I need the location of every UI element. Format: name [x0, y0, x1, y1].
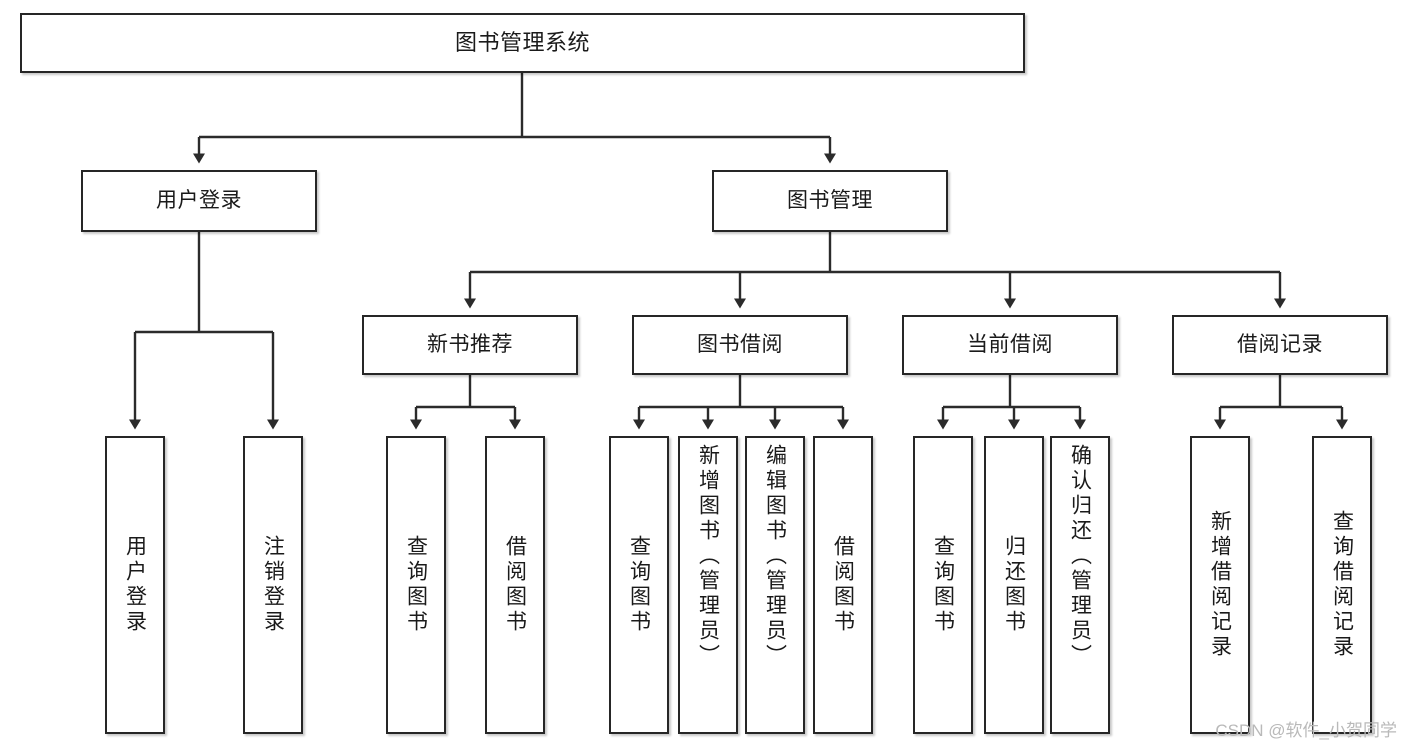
node-leaf-confirm-return[interactable]: 确认归还（管理员）: [1050, 436, 1110, 734]
node-leaf-query-book-3[interactable]: 查询图书: [913, 436, 973, 734]
node-leaf-confirm-return-label: 确认归还（管理员）: [1068, 444, 1092, 669]
node-book-borrow-label: 图书借阅: [697, 333, 783, 357]
node-leaf-borrow-book-1[interactable]: 借阅图书: [485, 436, 545, 734]
node-root[interactable]: 图书管理系统: [20, 13, 1025, 73]
node-leaf-query-book-1[interactable]: 查询图书: [386, 436, 446, 734]
node-new-book-rec[interactable]: 新书推荐: [362, 315, 578, 375]
node-leaf-return-book[interactable]: 归还图书: [984, 436, 1044, 734]
node-leaf-add-record[interactable]: 新增借阅记录: [1190, 436, 1250, 734]
node-leaf-add-record-label: 新增借阅记录: [1208, 510, 1232, 660]
node-leaf-query-record-label: 查询借阅记录: [1330, 510, 1354, 660]
node-current-borrow[interactable]: 当前借阅: [902, 315, 1118, 375]
node-leaf-query-record[interactable]: 查询借阅记录: [1312, 436, 1372, 734]
node-leaf-user-logout-label: 注销登录: [261, 535, 285, 635]
node-leaf-query-book-2-label: 查询图书: [627, 535, 651, 635]
node-leaf-query-book-2[interactable]: 查询图书: [609, 436, 669, 734]
node-book-mgmt[interactable]: 图书管理: [712, 170, 948, 232]
node-leaf-query-book-3-label: 查询图书: [931, 535, 955, 635]
node-leaf-edit-book-label: 编辑图书（管理员）: [763, 444, 787, 669]
node-book-mgmt-label: 图书管理: [787, 189, 873, 213]
node-new-book-rec-label: 新书推荐: [427, 333, 513, 357]
node-user-login-label: 用户登录: [156, 189, 242, 213]
node-borrow-record[interactable]: 借阅记录: [1172, 315, 1388, 375]
node-leaf-edit-book[interactable]: 编辑图书（管理员）: [745, 436, 805, 734]
node-leaf-add-book-label: 新增图书（管理员）: [696, 444, 720, 669]
node-user-login[interactable]: 用户登录: [81, 170, 317, 232]
node-leaf-user-logout[interactable]: 注销登录: [243, 436, 303, 734]
watermark-text: CSDN @软件_小贺同学: [1215, 721, 1397, 740]
node-leaf-borrow-book-2-label: 借阅图书: [831, 535, 855, 635]
node-leaf-user-login-label: 用户登录: [123, 535, 147, 635]
node-leaf-query-book-1-label: 查询图书: [404, 535, 428, 635]
node-leaf-borrow-book-1-label: 借阅图书: [503, 535, 527, 635]
node-leaf-add-book[interactable]: 新增图书（管理员）: [678, 436, 738, 734]
node-borrow-record-label: 借阅记录: [1237, 333, 1323, 357]
node-current-borrow-label: 当前借阅: [967, 333, 1053, 357]
node-root-label: 图书管理系统: [454, 29, 590, 55]
node-leaf-return-book-label: 归还图书: [1002, 535, 1026, 635]
node-leaf-borrow-book-2[interactable]: 借阅图书: [813, 436, 873, 734]
node-leaf-user-login[interactable]: 用户登录: [105, 436, 165, 734]
node-book-borrow[interactable]: 图书借阅: [632, 315, 848, 375]
